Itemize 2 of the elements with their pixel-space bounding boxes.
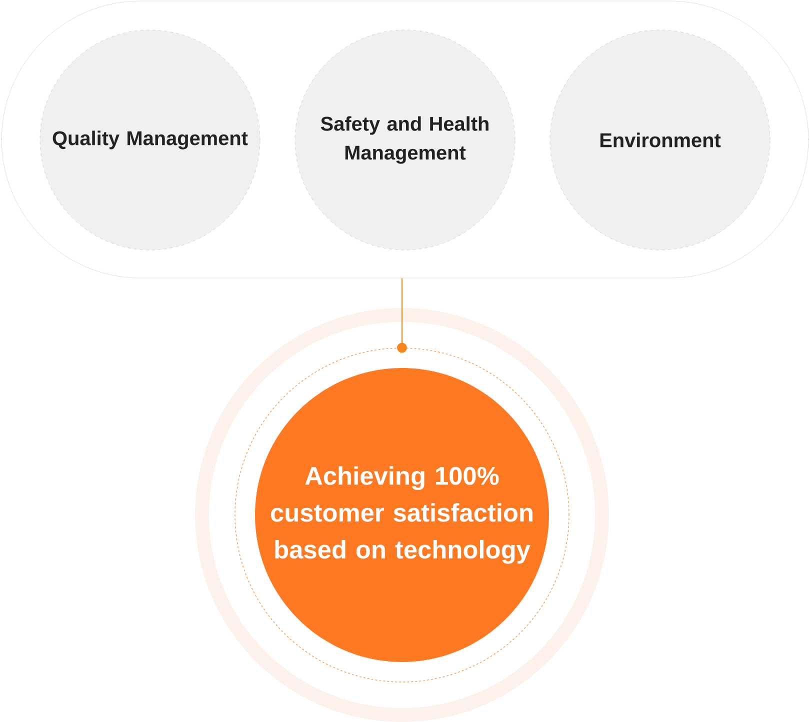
- connector-line: [397, 278, 407, 353]
- pill-frame: [1, 0, 809, 278]
